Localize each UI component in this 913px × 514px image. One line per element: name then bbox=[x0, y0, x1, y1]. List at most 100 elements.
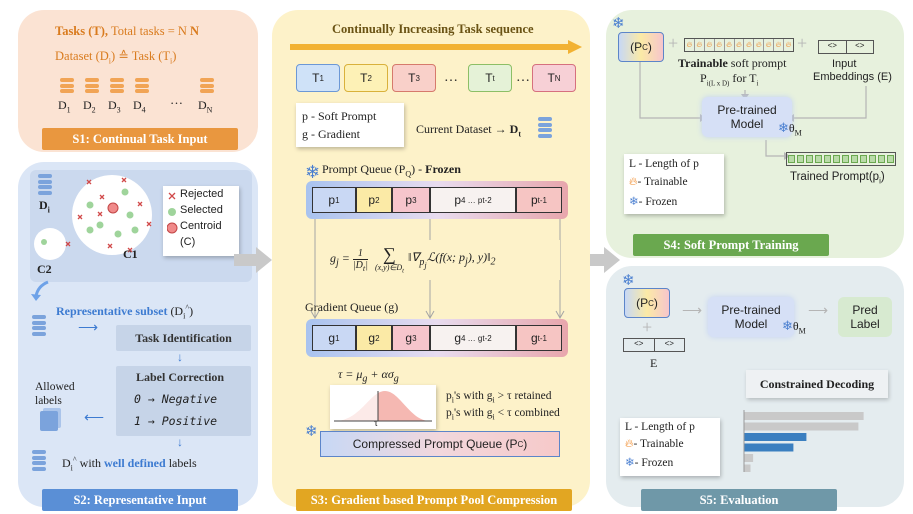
trained-prompt-cell bbox=[833, 155, 840, 163]
map-negative: 0 → Negative bbox=[134, 392, 218, 406]
legend-rejected: Rejected bbox=[180, 188, 224, 200]
dataset-label: DN bbox=[198, 98, 213, 115]
s4-snowflake: ❄ bbox=[612, 16, 625, 32]
s5-legend: L - Length of p 🔥︎- Trainable ❄- Frozen bbox=[620, 418, 720, 476]
s1-tasks-line: Tasks (T), Total tasks = N N bbox=[55, 24, 200, 38]
input-emb-1: Input bbox=[832, 58, 857, 70]
task-ellipsis: … bbox=[444, 70, 458, 85]
map-positive: 1 → Positive bbox=[134, 414, 218, 428]
allowed-labels-1: Allowed bbox=[35, 381, 75, 393]
s5-title: S5: Evaluation bbox=[641, 489, 837, 511]
flame-icon: 🔥︎ bbox=[695, 39, 705, 51]
s4-embedding: <> <> bbox=[818, 40, 874, 54]
retained-line: pi's with gi > τ retained bbox=[446, 390, 552, 405]
flame-icon: 🔥︎ bbox=[764, 39, 775, 51]
label-corr-box bbox=[116, 366, 251, 436]
snowflake-icon-2: ❄ bbox=[305, 424, 318, 440]
legend-icons bbox=[167, 192, 178, 234]
s4-title: S4: Soft Prompt Training bbox=[633, 234, 829, 256]
trained-prompt-row bbox=[786, 152, 896, 166]
s5-legend-frozen: ❄- Frozen bbox=[625, 457, 674, 469]
s4-legend-l: L - Length of p bbox=[629, 158, 699, 170]
flame-icon: 🔥︎ bbox=[705, 39, 715, 51]
def-g: g - Gradient bbox=[302, 127, 360, 141]
cluster-legend: Rejected Selected Centroid (C) bbox=[163, 186, 239, 256]
panel-arrow-left bbox=[234, 247, 272, 273]
trained-prompt-cell bbox=[806, 155, 813, 163]
centroid-marker bbox=[107, 202, 119, 214]
legend-centroid-c: (C) bbox=[180, 236, 196, 248]
trained-prompt-cell bbox=[797, 155, 804, 163]
def-p: p - Soft Prompt bbox=[302, 109, 377, 123]
trained-prompt-cell bbox=[815, 155, 822, 163]
s1-dataset-line: Dataset (Di) ≙ Task (Ti) bbox=[55, 49, 177, 66]
plus-1: + bbox=[668, 33, 679, 53]
arrow-down-1: ↓ bbox=[177, 350, 183, 364]
pq-label: Prompt Queue (PQ) - Frozen bbox=[322, 162, 461, 179]
trained-prompt-cell bbox=[842, 155, 849, 163]
trained-prompt-cell bbox=[887, 155, 894, 163]
decoding-bar bbox=[744, 433, 807, 441]
flame-icon: 🔥︎ bbox=[715, 39, 725, 51]
combined-line: pi's with gi < τ combined bbox=[446, 407, 560, 422]
input-emb-2: Embeddings (E) bbox=[813, 71, 892, 83]
s5-theta: ❄θM bbox=[782, 318, 806, 336]
s5-legend-l: L - Length of p bbox=[625, 421, 695, 433]
s4-legend: L - Length of p 🔥︎- Trainable ❄- Frozen bbox=[624, 154, 724, 214]
dataset-icon bbox=[85, 78, 99, 95]
panel-arrow-right bbox=[582, 247, 620, 273]
decoding-bar bbox=[744, 454, 754, 462]
flame-icon: 🔥︎ bbox=[735, 39, 745, 51]
subset-icon bbox=[32, 315, 46, 337]
current-ds-icon bbox=[538, 117, 552, 139]
flame-icon: 🔥︎ bbox=[625, 438, 634, 450]
c1-label: C1 bbox=[123, 247, 138, 261]
s5-embedding: <> <> bbox=[623, 338, 685, 352]
s5-snowflake: ❄ bbox=[622, 273, 635, 289]
s5-legend-train: 🔥︎- Trainable bbox=[625, 438, 684, 450]
curve-arrow bbox=[31, 280, 49, 301]
cluster-c2 bbox=[34, 228, 66, 260]
definitions-note: p - Soft Prompt g - Gradient bbox=[296, 103, 404, 147]
trainable-prompt-row: 🔥︎🔥︎🔥︎🔥︎🔥︎🔥︎🔥︎🔥︎🔥︎🔥︎🔥︎ bbox=[684, 38, 794, 52]
decoding-bar bbox=[744, 422, 859, 431]
flame-icon: 🔥︎ bbox=[754, 39, 765, 51]
s5-arrow-2: ⟶ bbox=[808, 304, 829, 319]
cluster-diagram bbox=[34, 175, 152, 260]
task-id-box: Task Identification bbox=[116, 325, 251, 351]
s3-title: S3: Gradient based Prompt Pool Compressi… bbox=[296, 489, 572, 511]
cluster-c1 bbox=[72, 175, 152, 255]
s5-arrow-1: ⟶ bbox=[682, 304, 703, 319]
final-label: Di^ with well defined labels bbox=[62, 455, 197, 473]
trained-prompt-cell bbox=[851, 155, 858, 163]
decoding-bar bbox=[744, 412, 864, 420]
trainable-label-2: Pi(L x D) for Ti bbox=[700, 71, 759, 88]
dataset-label: D3 bbox=[108, 98, 121, 115]
c2-label: C2 bbox=[37, 262, 52, 276]
flame-icon: 🔥︎ bbox=[685, 39, 695, 51]
s2-title: S2: Representative Input bbox=[42, 489, 238, 511]
trainable-label: Trainable soft prompt bbox=[678, 56, 787, 70]
plus-2: + bbox=[797, 33, 808, 53]
di-label: Di bbox=[39, 198, 50, 215]
dataset-ellipsis: … bbox=[170, 92, 183, 107]
task-seq-arrow bbox=[290, 40, 582, 54]
s3-header: Continually Increasing Task sequence bbox=[332, 22, 534, 36]
trained-prompt-label: Trained Prompt(pi) bbox=[790, 171, 885, 186]
